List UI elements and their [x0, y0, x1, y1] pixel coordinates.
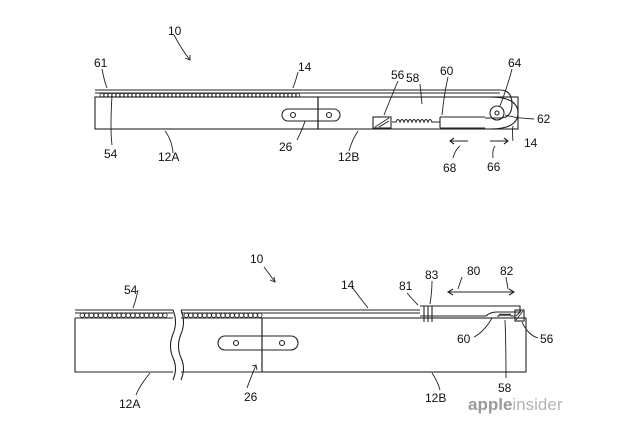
top-component-56 [372, 116, 392, 129]
bead [215, 312, 221, 318]
bead [88, 312, 95, 318]
bead [144, 312, 150, 318]
bead [148, 312, 154, 318]
bead [121, 312, 127, 318]
bead [188, 312, 194, 318]
bead [234, 312, 240, 318]
top-housing-12a [94, 96, 319, 130]
top-label-68: 68 [443, 161, 457, 175]
bead [125, 312, 131, 318]
bead [98, 312, 104, 318]
top-label-14b: 14 [524, 136, 538, 150]
bottom-housing-12a [74, 317, 262, 373]
bottom-label-83: 83 [425, 268, 439, 282]
figure-bottom [74, 266, 539, 396]
top-label-61: 61 [94, 56, 108, 70]
figure-top [94, 34, 535, 159]
top-label-10: 10 [168, 24, 182, 38]
bottom-label-12b: 12B [425, 391, 446, 405]
bottom-spring-58 [497, 313, 515, 317]
bottom-extension-83 [420, 305, 521, 317]
bead [202, 312, 208, 318]
top-roller [489, 105, 505, 121]
bead [79, 312, 85, 318]
bead [206, 312, 212, 318]
bottom-hinge-26 [217, 318, 299, 372]
bottom-component-56 [514, 309, 525, 322]
bottom-label-26: 26 [244, 390, 258, 404]
top-label-26: 26 [279, 140, 293, 154]
bead [84, 312, 90, 318]
top-label-14: 14 [298, 60, 312, 74]
top-label-58: 58 [406, 71, 420, 85]
watermark-appleinsider: appleinsider [468, 395, 563, 414]
bead [197, 312, 203, 318]
bottom-label-80: 80 [467, 264, 481, 278]
bead [257, 312, 263, 318]
svg-text:appleinsider: appleinsider [468, 395, 563, 414]
top-housing-12b [317, 96, 519, 130]
bottom-label-58: 58 [498, 381, 512, 395]
bead [130, 312, 136, 318]
bead [252, 312, 258, 318]
bead [102, 312, 108, 318]
bottom-label-10: 10 [250, 252, 264, 266]
bead [211, 312, 217, 318]
bead [295, 92, 301, 98]
bead [139, 312, 145, 318]
bead [248, 312, 254, 318]
top-hinge-26 [281, 97, 341, 129]
bottom-label-54: 54 [124, 283, 138, 297]
bead [93, 312, 99, 318]
bead [220, 312, 226, 318]
top-label-60: 60 [440, 64, 454, 78]
top-label-12b: 12B [338, 150, 359, 164]
top-spring-58 [392, 118, 440, 124]
bead [229, 312, 235, 318]
bead [157, 312, 163, 318]
watermark-part2: insider [512, 395, 562, 414]
watermark-part1: apple [468, 395, 512, 414]
top-label-12a: 12A [158, 150, 179, 164]
top-label-66: 66 [487, 160, 501, 174]
bead [238, 312, 244, 318]
bead [183, 312, 189, 318]
bottom-label-12a: 12A [119, 397, 140, 411]
bottom-label-82: 82 [500, 264, 514, 278]
bottom-label-60: 60 [457, 332, 471, 346]
bead [111, 312, 118, 318]
bead [243, 312, 249, 318]
top-label-56: 56 [391, 68, 405, 82]
bead [192, 312, 198, 318]
bottom-label-56: 56 [540, 332, 554, 346]
bead [107, 312, 113, 318]
top-label-62: 62 [537, 112, 551, 126]
bead [162, 312, 168, 318]
bead [225, 312, 231, 318]
bead [134, 312, 140, 318]
top-label-64: 64 [508, 56, 522, 70]
bottom-label-81: 81 [399, 279, 413, 293]
bead [116, 312, 122, 318]
bead [153, 312, 159, 318]
top-label-54: 54 [104, 147, 118, 161]
bottom-label-14: 14 [341, 278, 355, 292]
bottom-bead-chain [79, 312, 263, 318]
